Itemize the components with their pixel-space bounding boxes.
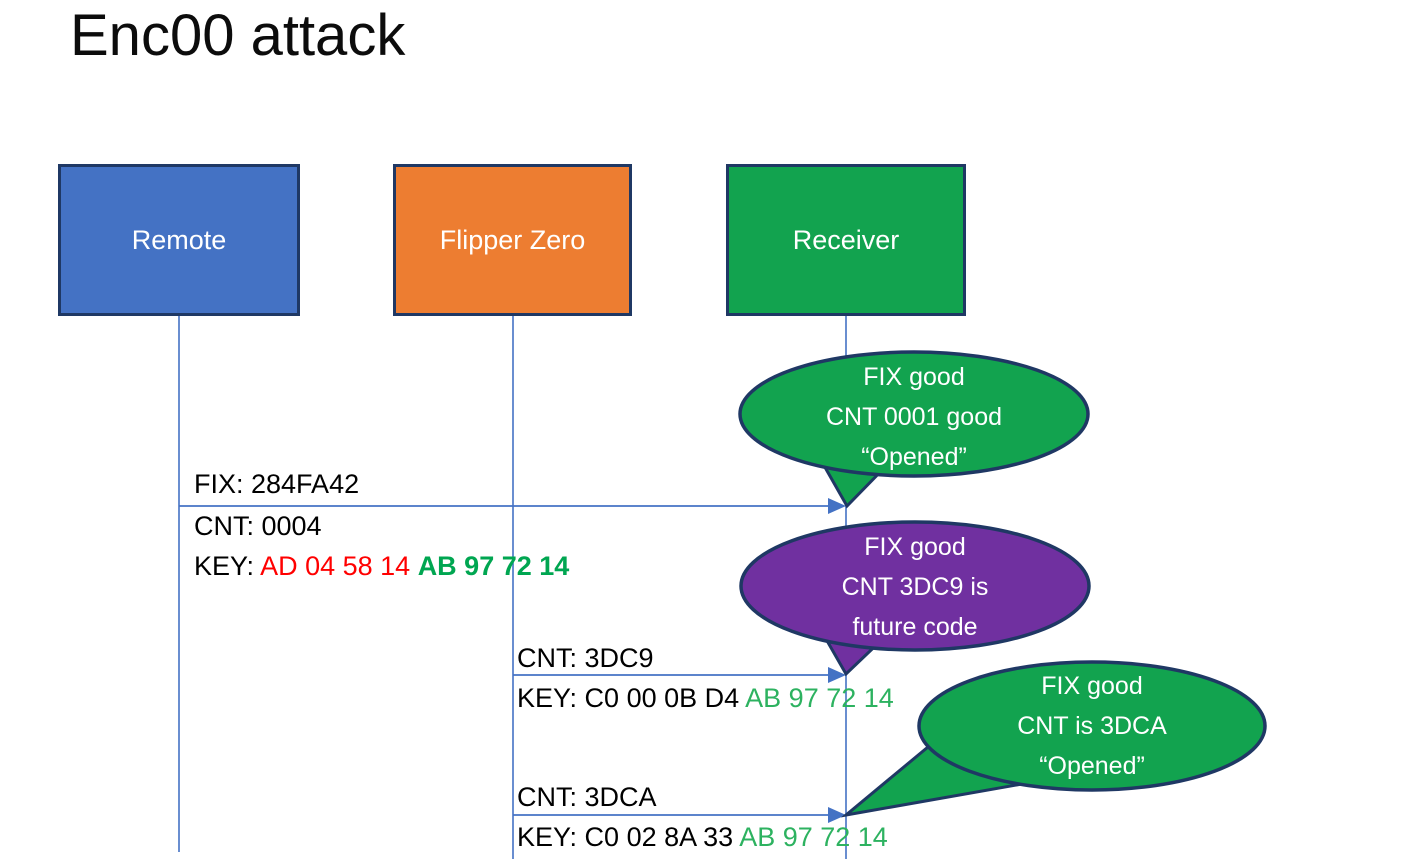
key-black-segment: C0 00 0B D4 — [584, 683, 746, 713]
message-arrow-3 — [513, 807, 846, 823]
message-arrow-1 — [179, 498, 846, 514]
callout-2-bubble — [739, 520, 1091, 652]
message-3-key-line: KEY: C0 02 8A 33 AB 97 72 14 — [517, 820, 888, 854]
callout-2-text: FIX good CNT 3DC9 is future code — [841, 533, 989, 641]
message-3-cnt-line: CNT: 3DCA — [517, 782, 657, 812]
callout-3-text: FIX good CNT is 3DCA “Opened” — [1017, 672, 1167, 780]
key-green-segment: AB 97 72 14 — [739, 822, 888, 852]
message-1-cnt-line: CNT: 0004 — [194, 511, 322, 541]
message-2-key-line: KEY: C0 00 0B D4 AB 97 72 14 — [517, 681, 894, 715]
message-1-key-line: KEY: AD 04 58 14 AB 97 72 14 — [194, 549, 569, 583]
callout-3-bubble — [917, 660, 1267, 792]
key-label: KEY: — [517, 822, 585, 852]
message-1-fix-line: FIX: 284FA42 — [194, 469, 360, 499]
slide-title: Enc00 attack — [70, 3, 406, 68]
callout-1-text: FIX good CNT 0001 good “Opened” — [825, 363, 1003, 471]
key-label: KEY: — [517, 683, 585, 713]
actor-label-remote: Remote — [131, 224, 227, 255]
arrowhead-icon — [828, 498, 846, 514]
key-black-segment: C0 02 8A 33 — [584, 822, 740, 852]
message-arrow-2 — [513, 667, 846, 683]
key-green-segment: AB 97 72 14 — [745, 683, 894, 713]
actor-box-flipper-zero: Flipper Zero — [393, 164, 632, 316]
key-red-segment: AD 04 58 14 — [260, 551, 418, 581]
key-label: KEY: — [194, 551, 261, 581]
actor-box-remote: Remote — [58, 164, 300, 316]
arrowhead-icon — [828, 807, 846, 823]
actor-box-receiver: Receiver — [726, 164, 966, 316]
key-green-segment: AB 97 72 14 — [417, 551, 570, 581]
arrowhead-icon — [828, 667, 846, 683]
actor-label-flipper-zero: Flipper Zero — [439, 224, 586, 255]
message-2-cnt-line: CNT: 3DC9 — [517, 643, 654, 673]
actor-label-receiver: Receiver — [792, 224, 900, 255]
callout-1-bubble — [738, 350, 1090, 478]
